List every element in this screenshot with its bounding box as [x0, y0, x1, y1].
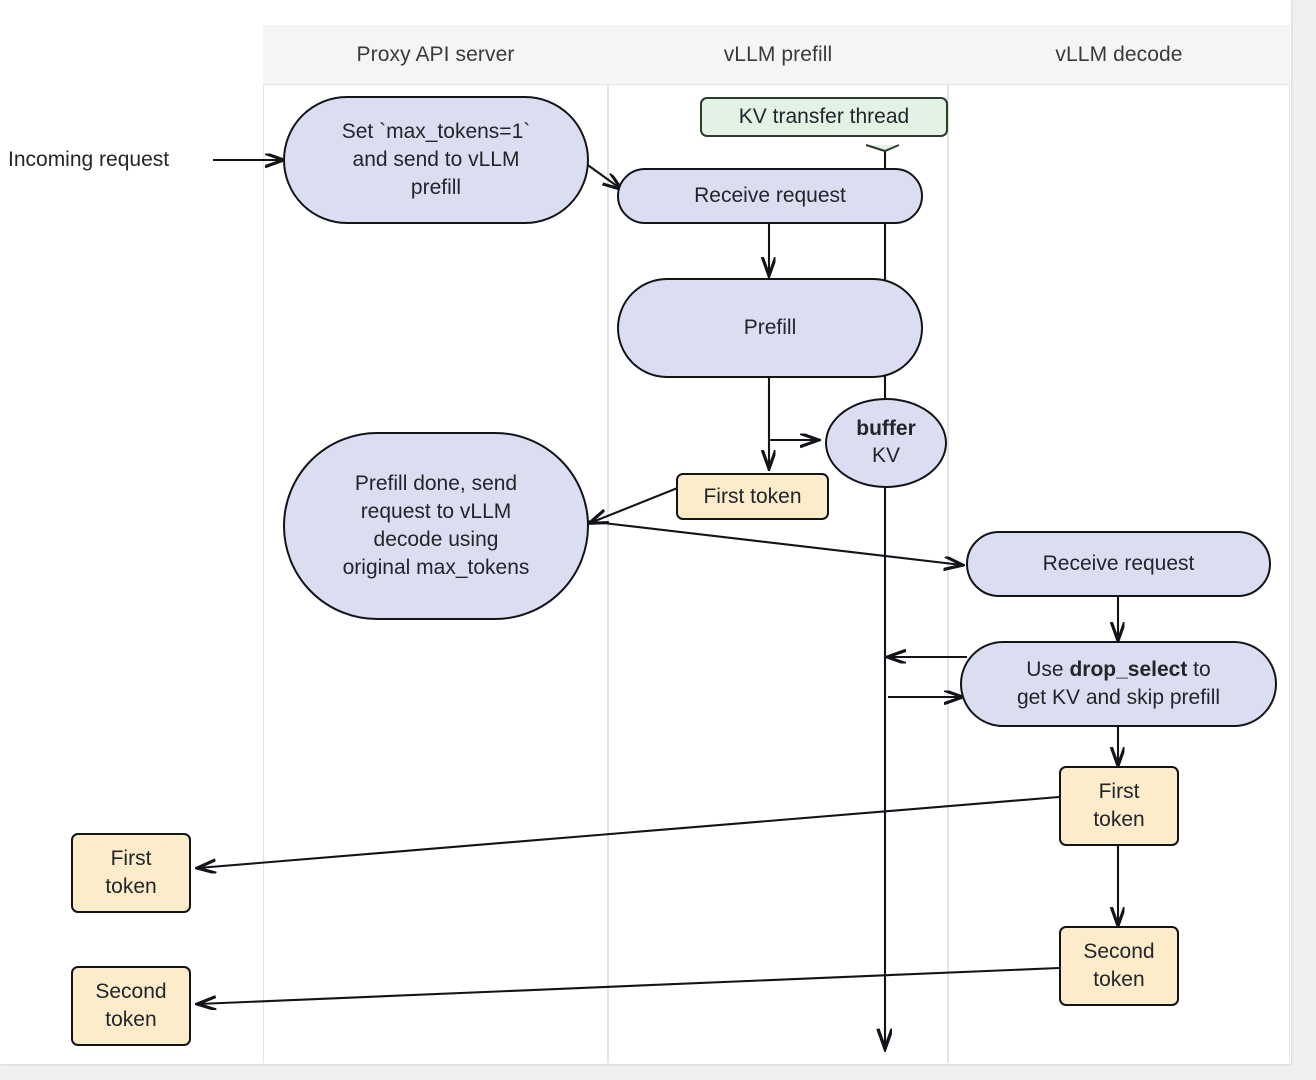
node-decode-second-token-label: Second token: [1083, 940, 1155, 991]
node-prefill-first-token[interactable]: First token: [676, 473, 829, 520]
node-decode-receive-request[interactable]: Receive request: [966, 531, 1271, 597]
node-prefill-first-token-label: First token: [703, 484, 802, 508]
node-kv-transfer-thread-label: KV transfer thread: [738, 105, 910, 129]
node-decode-second-token[interactable]: Second token: [1059, 926, 1179, 1006]
node-drop-select-label: Use drop_select to get KV and skip prefi…: [1016, 658, 1221, 709]
lane-header-decode: vLLM decode: [948, 25, 1290, 85]
lane-header-proxy-label: Proxy API server: [356, 42, 515, 66]
node-set-max-tokens[interactable]: Set `max_tokens=1` and send to vLLM pref…: [283, 96, 589, 224]
node-prefill-step[interactable]: Prefill: [617, 278, 923, 378]
node-decode-first-token-label: First token: [1093, 780, 1145, 831]
node-output-first-token-label: First token: [105, 847, 157, 898]
lane-header-proxy: Proxy API server: [263, 25, 608, 85]
diagram-canvas: Proxy API server vLLM prefill vLLM decod…: [0, 0, 1291, 1064]
node-buffer-kv-label: buffer KV: [856, 417, 916, 467]
lane-header-decode-label: vLLM decode: [1055, 42, 1183, 66]
lane-header-prefill: vLLM prefill: [608, 25, 948, 85]
node-buffer-kv[interactable]: buffer KV: [825, 398, 947, 488]
node-decode-receive-request-label: Receive request: [1042, 552, 1195, 576]
lane-header-prefill-label: vLLM prefill: [723, 42, 833, 66]
node-prefill-receive-request-label: Receive request: [694, 184, 846, 208]
node-set-max-tokens-label: Set `max_tokens=1` and send to vLLM pref…: [341, 120, 531, 199]
incoming-request-label: Incoming request: [8, 148, 170, 171]
node-output-first-token[interactable]: First token: [71, 833, 191, 913]
node-prefill-receive-request[interactable]: Receive request: [617, 168, 923, 224]
node-kv-transfer-thread[interactable]: KV transfer thread: [700, 97, 948, 137]
node-decode-first-token[interactable]: First token: [1059, 766, 1179, 846]
node-output-second-token-label: Second token: [95, 980, 167, 1031]
node-prefill-done-label: Prefill done, send request to vLLM decod…: [342, 472, 530, 579]
node-drop-select[interactable]: Use drop_select to get KV and skip prefi…: [960, 641, 1277, 727]
node-output-second-token[interactable]: Second token: [71, 966, 191, 1046]
node-prefill-step-label: Prefill: [743, 316, 797, 340]
node-prefill-done[interactable]: Prefill done, send request to vLLM decod…: [283, 432, 589, 620]
